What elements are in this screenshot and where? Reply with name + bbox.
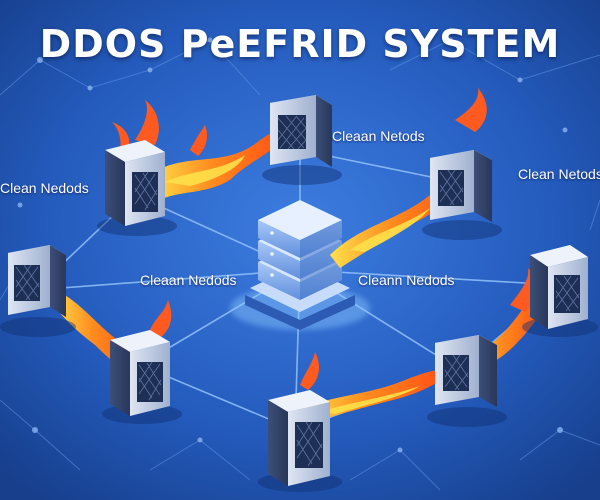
server-tower-icon (0, 245, 76, 337)
label-center-right: Cleann Nedods (358, 272, 455, 288)
server-tower-icon (522, 245, 598, 337)
server-tower-icon (427, 335, 507, 427)
label-top-right: Cleaan Netods (332, 128, 425, 144)
server-tower-icon (258, 390, 342, 492)
flame-tongues (112, 88, 536, 390)
central-server-stack-icon (245, 200, 355, 330)
label-far-right: Clean Netods (518, 166, 600, 182)
label-left: Clean Nedods (0, 180, 89, 196)
background-mesh-nodes (17, 37, 568, 453)
label-center-left: Cleaan Nedods (140, 272, 237, 288)
server-tower-icon (262, 95, 342, 185)
server-grilles (15, 115, 580, 467)
server-tower-icon (422, 150, 502, 240)
flame-cores (165, 155, 430, 414)
server-tower-icon (102, 330, 182, 424)
page-title: DDOS PeEFRID SYSTEM (39, 22, 561, 66)
server-tower-icon (97, 140, 177, 236)
